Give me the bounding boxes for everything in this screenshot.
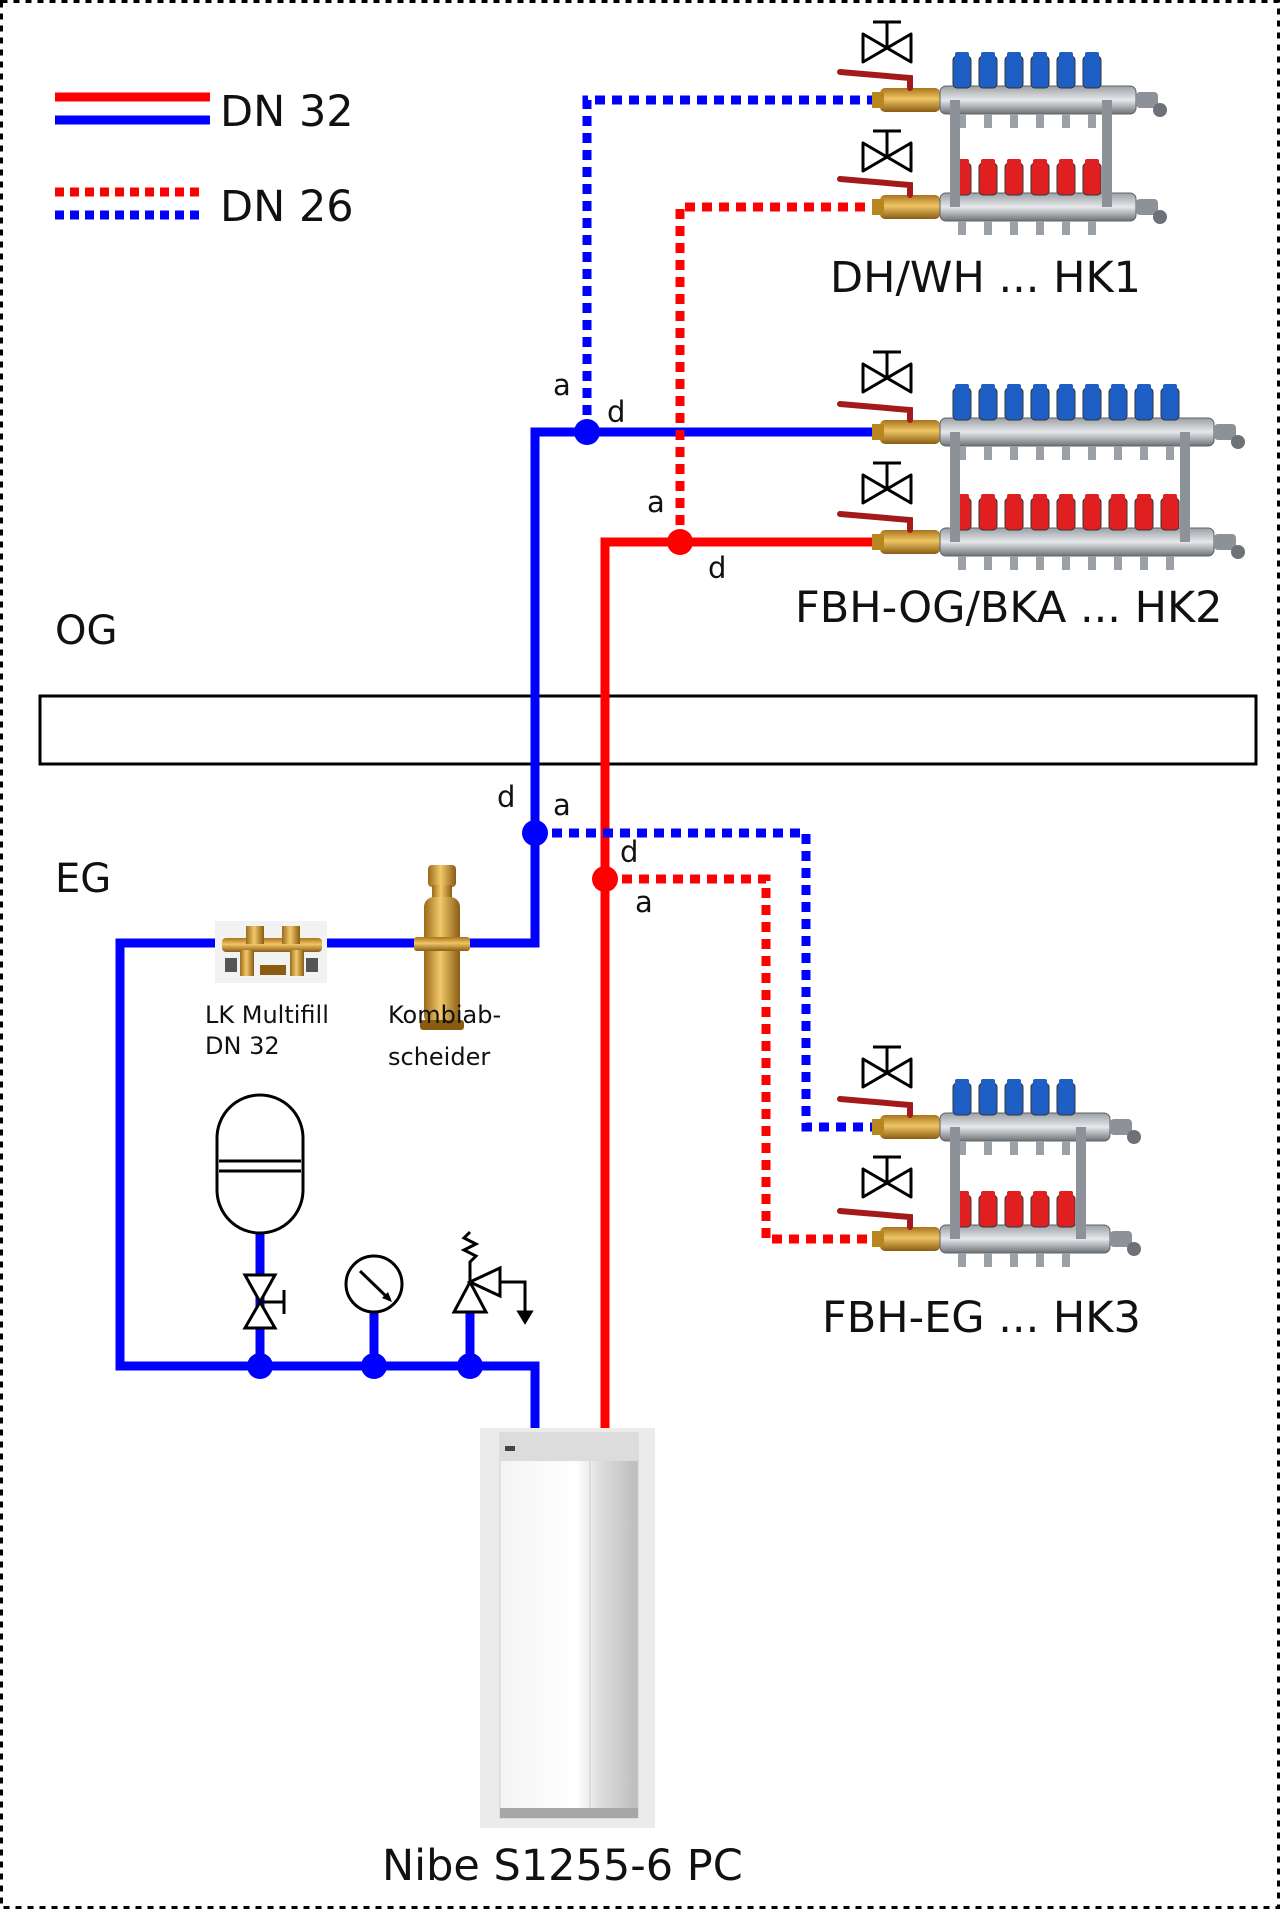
supply-pipe-hk1 <box>675 202 880 542</box>
junction-label-d: d <box>607 395 625 429</box>
manifold-hk3-return <box>837 1045 1141 1155</box>
legend-dn26-label: DN 26 <box>220 182 354 232</box>
junction-label-a: a <box>635 885 653 919</box>
dirt-air-separator-icon <box>414 865 470 1030</box>
floor-label-eg: EG <box>55 856 111 902</box>
junction-label-a: a <box>553 368 571 402</box>
manifold-bracket <box>1076 1127 1086 1239</box>
manifold-bracket <box>950 432 960 542</box>
junction-label-a: a <box>553 788 571 822</box>
expansion-vessel-icon <box>215 1093 305 1235</box>
manifold-bracket <box>950 100 960 207</box>
supply-pipe-hk3 <box>605 874 880 1244</box>
legend: DN 32 DN 26 <box>55 87 354 232</box>
heat-pump-label: Nibe S1255-6 PC <box>382 1841 743 1891</box>
manifold-bracket <box>1102 100 1112 207</box>
manifold-hk2-supply <box>837 461 1245 570</box>
junction-return-eg <box>522 820 548 846</box>
junction-supply-eg <box>592 866 618 892</box>
junction-label-d: d <box>708 551 726 585</box>
pressure-gauge-icon <box>344 1254 404 1314</box>
separator-label-line2: scheider <box>388 1043 490 1071</box>
multifill-valve-icon <box>215 921 327 983</box>
safety-valve-icon <box>451 1230 534 1325</box>
heat-pump-unit <box>480 1428 655 1828</box>
junctions <box>247 419 693 1379</box>
circuit-label-hk3: FBH-EG ... HK3 <box>822 1293 1141 1343</box>
manifold-bracket <box>1180 432 1190 542</box>
junction-return-og <box>574 419 600 445</box>
circuit-label-hk1: DH/WH ... HK1 <box>830 253 1141 303</box>
junction-gauge <box>361 1353 387 1379</box>
junction-expansion <box>247 1353 273 1379</box>
supply-pipe-main <box>600 537 880 1428</box>
circuit-label-hk2: FBH-OG/BKA ... HK2 <box>795 583 1223 633</box>
cap-valve-icon <box>242 1273 286 1330</box>
manifold-hk3-supply <box>837 1155 1141 1267</box>
return-pipe-hk3 <box>535 828 880 1132</box>
legend-dn32-label: DN 32 <box>220 87 354 137</box>
multifill-label: LK Multifill <box>205 1001 329 1029</box>
return-pipe-hk1 <box>582 95 880 432</box>
junction-label-d: d <box>497 780 515 814</box>
pipes <box>115 95 880 1428</box>
manifold-bracket <box>950 1127 960 1239</box>
junction-safety <box>457 1353 483 1379</box>
multifill-size-label: DN 32 <box>205 1032 280 1060</box>
return-pipe-main <box>115 427 880 1428</box>
manifold-hk1-return <box>837 20 1167 128</box>
junction-supply-og <box>667 529 693 555</box>
separator-label-line1: Kombiab- <box>388 1001 501 1029</box>
junction-label-a: a <box>647 485 665 519</box>
manifold-hk1-supply <box>837 129 1167 235</box>
manifold-hk2-return <box>837 350 1245 460</box>
floor-label-og: OG <box>55 608 117 654</box>
floor-slab <box>38 694 1258 766</box>
manifolds <box>837 20 1245 1267</box>
junction-label-d: d <box>620 835 638 869</box>
